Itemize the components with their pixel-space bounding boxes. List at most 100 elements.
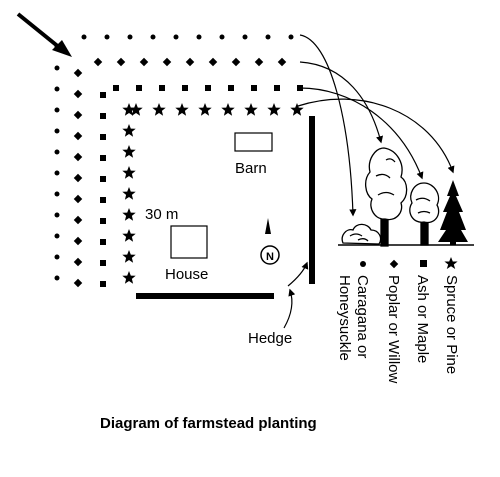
dot-marker	[219, 34, 225, 40]
diamond-marker	[73, 68, 83, 78]
legend-item-spruce: Spruce or Pine	[443, 257, 460, 374]
square-marker	[100, 281, 106, 287]
diamond-marker	[73, 110, 83, 120]
dot-marker	[54, 212, 60, 218]
dot-marker	[54, 254, 60, 260]
legend-item-caragana: Caragana or Honeysuckle	[336, 261, 371, 361]
diamond-marker	[73, 278, 83, 288]
star-marker	[122, 124, 136, 137]
poplar-tree-illustration	[365, 147, 408, 247]
square-marker	[100, 155, 106, 161]
square-marker	[100, 92, 106, 98]
dot-marker	[54, 191, 60, 197]
spruce-tree-illustration	[438, 180, 468, 245]
dot-marker	[54, 86, 60, 92]
distance-label: 30 m	[145, 206, 178, 223]
square-marker	[182, 85, 188, 91]
diamond-marker	[208, 57, 218, 67]
dot-marker	[127, 34, 133, 40]
dot-marker	[242, 34, 248, 40]
hedge-label: Hedge	[248, 330, 292, 347]
star-marker	[290, 103, 304, 116]
spruce-row	[122, 103, 304, 284]
diamond-marker	[73, 173, 83, 183]
compass-letter: N	[266, 251, 274, 263]
star-marker	[122, 250, 136, 263]
barn-building	[234, 132, 273, 152]
dot-marker	[54, 65, 60, 71]
dot-marker	[196, 34, 202, 40]
legend-poplar-text: Poplar or Willow	[385, 275, 402, 384]
diamond-marker	[73, 89, 83, 99]
hedge-horizontal	[136, 293, 274, 299]
star-marker	[122, 145, 136, 158]
square-marker	[251, 85, 257, 91]
star-marker	[152, 103, 166, 116]
ash-tree-illustration	[409, 182, 440, 246]
star-marker	[122, 208, 136, 221]
star-marker	[267, 103, 281, 116]
legend-item-poplar: Poplar or Willow	[385, 259, 402, 384]
legend-spruce-text: Spruce or Pine	[443, 275, 460, 374]
square-marker	[274, 85, 280, 91]
star-marker	[122, 187, 136, 200]
house-label: House	[165, 266, 208, 283]
star-marker	[198, 103, 212, 116]
star-marker	[122, 229, 136, 242]
shrub-illustration	[341, 223, 382, 245]
diamond-marker	[93, 57, 103, 67]
square-marker	[100, 260, 106, 266]
dot-marker	[54, 233, 60, 239]
square-marker	[113, 85, 119, 91]
legend-pointer-arrows	[297, 34, 455, 217]
dot-marker	[54, 44, 60, 50]
diamond-marker	[73, 131, 83, 141]
legend-star-symbol	[444, 257, 458, 269]
diamond-marker	[73, 194, 83, 204]
caragana-row	[54, 34, 294, 281]
legend-ash-text: Ash or Maple	[414, 275, 431, 363]
dot-marker	[54, 275, 60, 281]
diamond-marker	[254, 57, 264, 67]
square-marker	[100, 134, 106, 140]
dot-marker	[265, 34, 271, 40]
wind-arrow	[16, 12, 72, 57]
square-marker	[205, 85, 211, 91]
legend-square-symbol	[420, 260, 427, 267]
square-marker	[228, 85, 234, 91]
star-marker	[244, 103, 258, 116]
dot-marker	[104, 34, 110, 40]
poplar-row	[73, 57, 287, 288]
dot-marker	[173, 34, 179, 40]
house-building	[170, 225, 208, 259]
star-marker	[221, 103, 235, 116]
hedge-vertical	[309, 116, 315, 284]
square-marker	[100, 176, 106, 182]
diamond-marker	[73, 152, 83, 162]
legend-caragana-line2: Honeysuckle	[336, 275, 353, 361]
diamond-marker	[162, 57, 172, 67]
hedge-pointer-arrows	[283, 261, 309, 329]
legend-item-ash: Ash or Maple	[414, 260, 431, 363]
legend-diamond-symbol	[389, 259, 399, 269]
dot-marker	[54, 128, 60, 134]
star-marker	[175, 103, 189, 116]
square-marker	[100, 197, 106, 203]
dot-marker	[81, 34, 87, 40]
dot-marker	[54, 170, 60, 176]
star-marker	[122, 103, 136, 116]
square-marker	[100, 218, 106, 224]
dot-marker	[54, 149, 60, 155]
legend-caragana-line1: Caragana or	[354, 275, 371, 358]
square-marker	[100, 239, 106, 245]
diamond-marker	[73, 215, 83, 225]
diamond-marker	[116, 57, 126, 67]
diamond-marker	[139, 57, 149, 67]
square-marker	[159, 85, 165, 91]
square-marker	[136, 85, 142, 91]
dot-marker	[288, 34, 294, 40]
diamond-marker	[231, 57, 241, 67]
diagram-caption: Diagram of farmstead planting	[100, 415, 317, 432]
star-marker	[129, 103, 143, 116]
